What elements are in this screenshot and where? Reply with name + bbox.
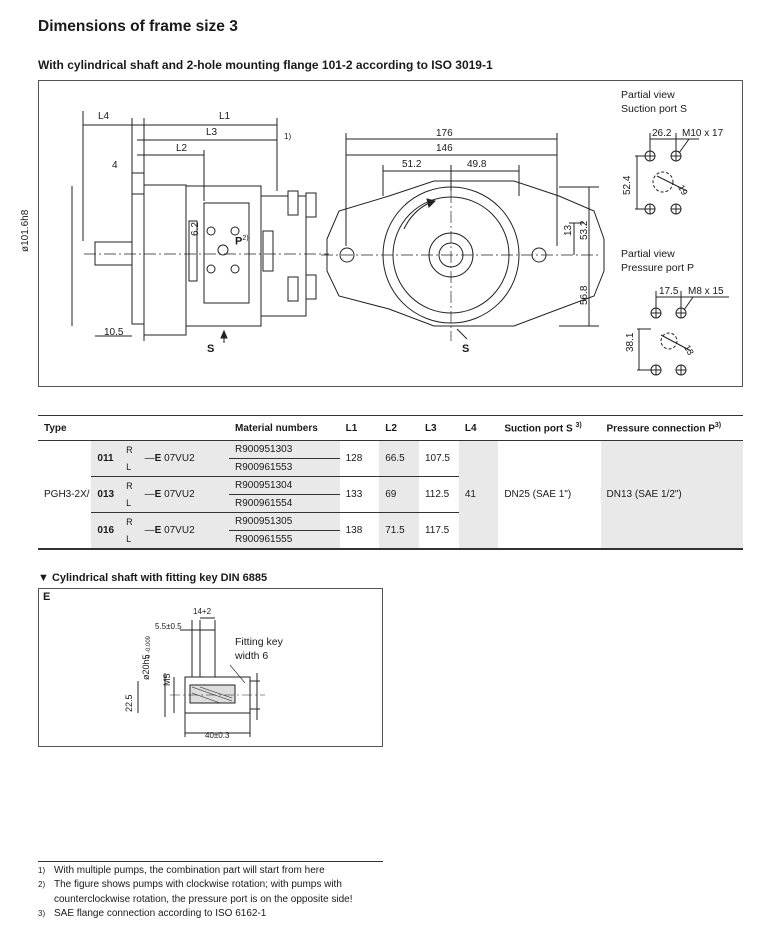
side-view <box>71 111 329 343</box>
rot-r: R <box>120 476 139 495</box>
mat-016-l: R900961555 <box>229 530 340 550</box>
dim-4: 4 <box>112 160 118 171</box>
footnote: 1)With multiple pumps, the combination p… <box>38 865 325 876</box>
l3-011: 107.5 <box>418 440 459 477</box>
shaft-seal: —E 07VU2 <box>138 440 229 477</box>
l2-013: 69 <box>379 476 419 513</box>
spec-table: Type Material numbers L1 L2 L3 L4 Suctio… <box>38 415 743 550</box>
dim-49-8: 49.8 <box>467 159 487 170</box>
dim-52-4: 52.4 <box>622 175 633 195</box>
type-prefix: PGH3-2X/ <box>38 440 92 550</box>
th-l4: L4 <box>458 415 499 441</box>
th-material: Material numbers <box>229 415 340 441</box>
dim-l1: L1 <box>219 111 231 122</box>
dim-20h5-tol: 0 -0.009 <box>146 635 152 658</box>
shaft-seal: —E 07VU2 <box>138 512 229 550</box>
l3-016: 117.5 <box>418 512 459 550</box>
shaft-frame <box>38 588 383 747</box>
mat-013-l: R900961554 <box>229 494 340 513</box>
key-label-1: Fitting key <box>235 636 283 648</box>
drawing-frame <box>38 80 743 387</box>
front-view <box>321 133 605 341</box>
th-l1: L1 <box>339 415 380 441</box>
rot-l: L <box>120 530 139 550</box>
rot-l: L <box>120 458 139 477</box>
th-l2: L2 <box>379 415 419 441</box>
dim-51-2: 51.2 <box>402 159 422 170</box>
partial-view-pressure <box>637 291 729 376</box>
mat-011-r: R900951303 <box>229 440 340 459</box>
l3-013: 112.5 <box>418 476 459 513</box>
rot-l: L <box>120 494 139 513</box>
page-title: Dimensions of frame size 3 <box>38 18 238 35</box>
size-016: 016 <box>91 512 121 550</box>
key-label-2: width 6 <box>235 650 269 662</box>
dim-56-8: 56.8 <box>579 285 590 305</box>
port-s-label-side: S <box>207 343 215 355</box>
l2-011: 66.5 <box>379 440 419 477</box>
dim-10-5: 10.5 <box>104 327 124 338</box>
shaft-code: E <box>43 591 51 603</box>
dim-146: 146 <box>436 143 453 154</box>
footnotes: 1)With multiple pumps, the combination p… <box>38 861 383 922</box>
l1-016: 138 <box>339 512 380 550</box>
thread-m5: M5 <box>162 673 172 686</box>
th-suction: Suction port S 3) <box>498 415 601 441</box>
dim-22-5: 22.5 <box>124 694 134 712</box>
dim-17-5: 17.5 <box>659 286 679 297</box>
rot-r: R <box>120 512 139 531</box>
suction-value: DN25 (SAE 1") <box>498 440 601 550</box>
shaft-heading: ▼ Cylindrical shaft with fitting key DIN… <box>38 572 268 584</box>
dim-40: 40±0.3 <box>205 731 230 740</box>
dim-l2: L2 <box>176 143 188 154</box>
l2-016: 71.5 <box>379 512 419 550</box>
pressure-value: DN13 (SAE 1/2") <box>600 440 743 550</box>
footnote: 2)The figure shows pumps with clockwise … <box>38 879 353 905</box>
dim-53-2: 53.2 <box>579 220 590 240</box>
th-l3: L3 <box>418 415 459 441</box>
mat-011-l: R900961553 <box>229 458 340 477</box>
th-pressure: Pressure connection P3) <box>600 415 743 441</box>
mat-016-r: R900951305 <box>229 512 340 531</box>
shaft-outline <box>94 241 133 266</box>
shaft-seal: —E 07VU2 <box>138 476 229 513</box>
dim-5-5: 5.5±0.5 <box>155 622 182 631</box>
drawing-subtitle: With cylindrical shaft and 2-hole mounti… <box>38 58 493 72</box>
size-013: 013 <box>91 476 121 513</box>
port-p-label: P2) <box>235 235 249 248</box>
partial-p-title-1: Partial view <box>621 248 675 260</box>
dim-6-2: 6.2 <box>190 222 201 236</box>
partial-s-title-2: Suction port S <box>621 103 687 115</box>
dim-26-2: 26.2 <box>652 128 672 139</box>
port-s-label-front: S <box>462 343 470 355</box>
dim-20h5: ø20h5 <box>141 654 151 680</box>
dim-diameter: ø101.6h8 <box>20 209 31 252</box>
dim-l4: L4 <box>98 111 110 122</box>
dim-l3: L3 <box>206 127 218 138</box>
shaft-drawing <box>137 617 265 737</box>
dim-38-1: 38.1 <box>625 332 636 352</box>
l4-value: 41 <box>458 440 499 550</box>
thread-m8: M8 x 15 <box>688 286 724 297</box>
dim-13: 13 <box>563 224 574 236</box>
dim-176: 176 <box>436 128 453 139</box>
partial-s-title-1: Partial view <box>621 89 675 101</box>
l1-013: 133 <box>339 476 380 513</box>
partial-view-suction <box>635 133 699 215</box>
l1-011: 128 <box>339 440 380 477</box>
partial-p-title-2: Pressure port P <box>621 262 694 274</box>
technical-drawing <box>71 111 729 376</box>
size-011: 011 <box>91 440 121 477</box>
dim-14: 14+2 <box>193 607 212 616</box>
thread-m10: M10 x 17 <box>682 128 724 139</box>
note-1-ref: 1) <box>284 132 292 141</box>
footnote: 3)SAE flange connection according to ISO… <box>38 908 267 920</box>
rot-r: R <box>120 440 139 459</box>
mat-013-r: R900951304 <box>229 476 340 495</box>
th-type: Type <box>38 415 229 441</box>
